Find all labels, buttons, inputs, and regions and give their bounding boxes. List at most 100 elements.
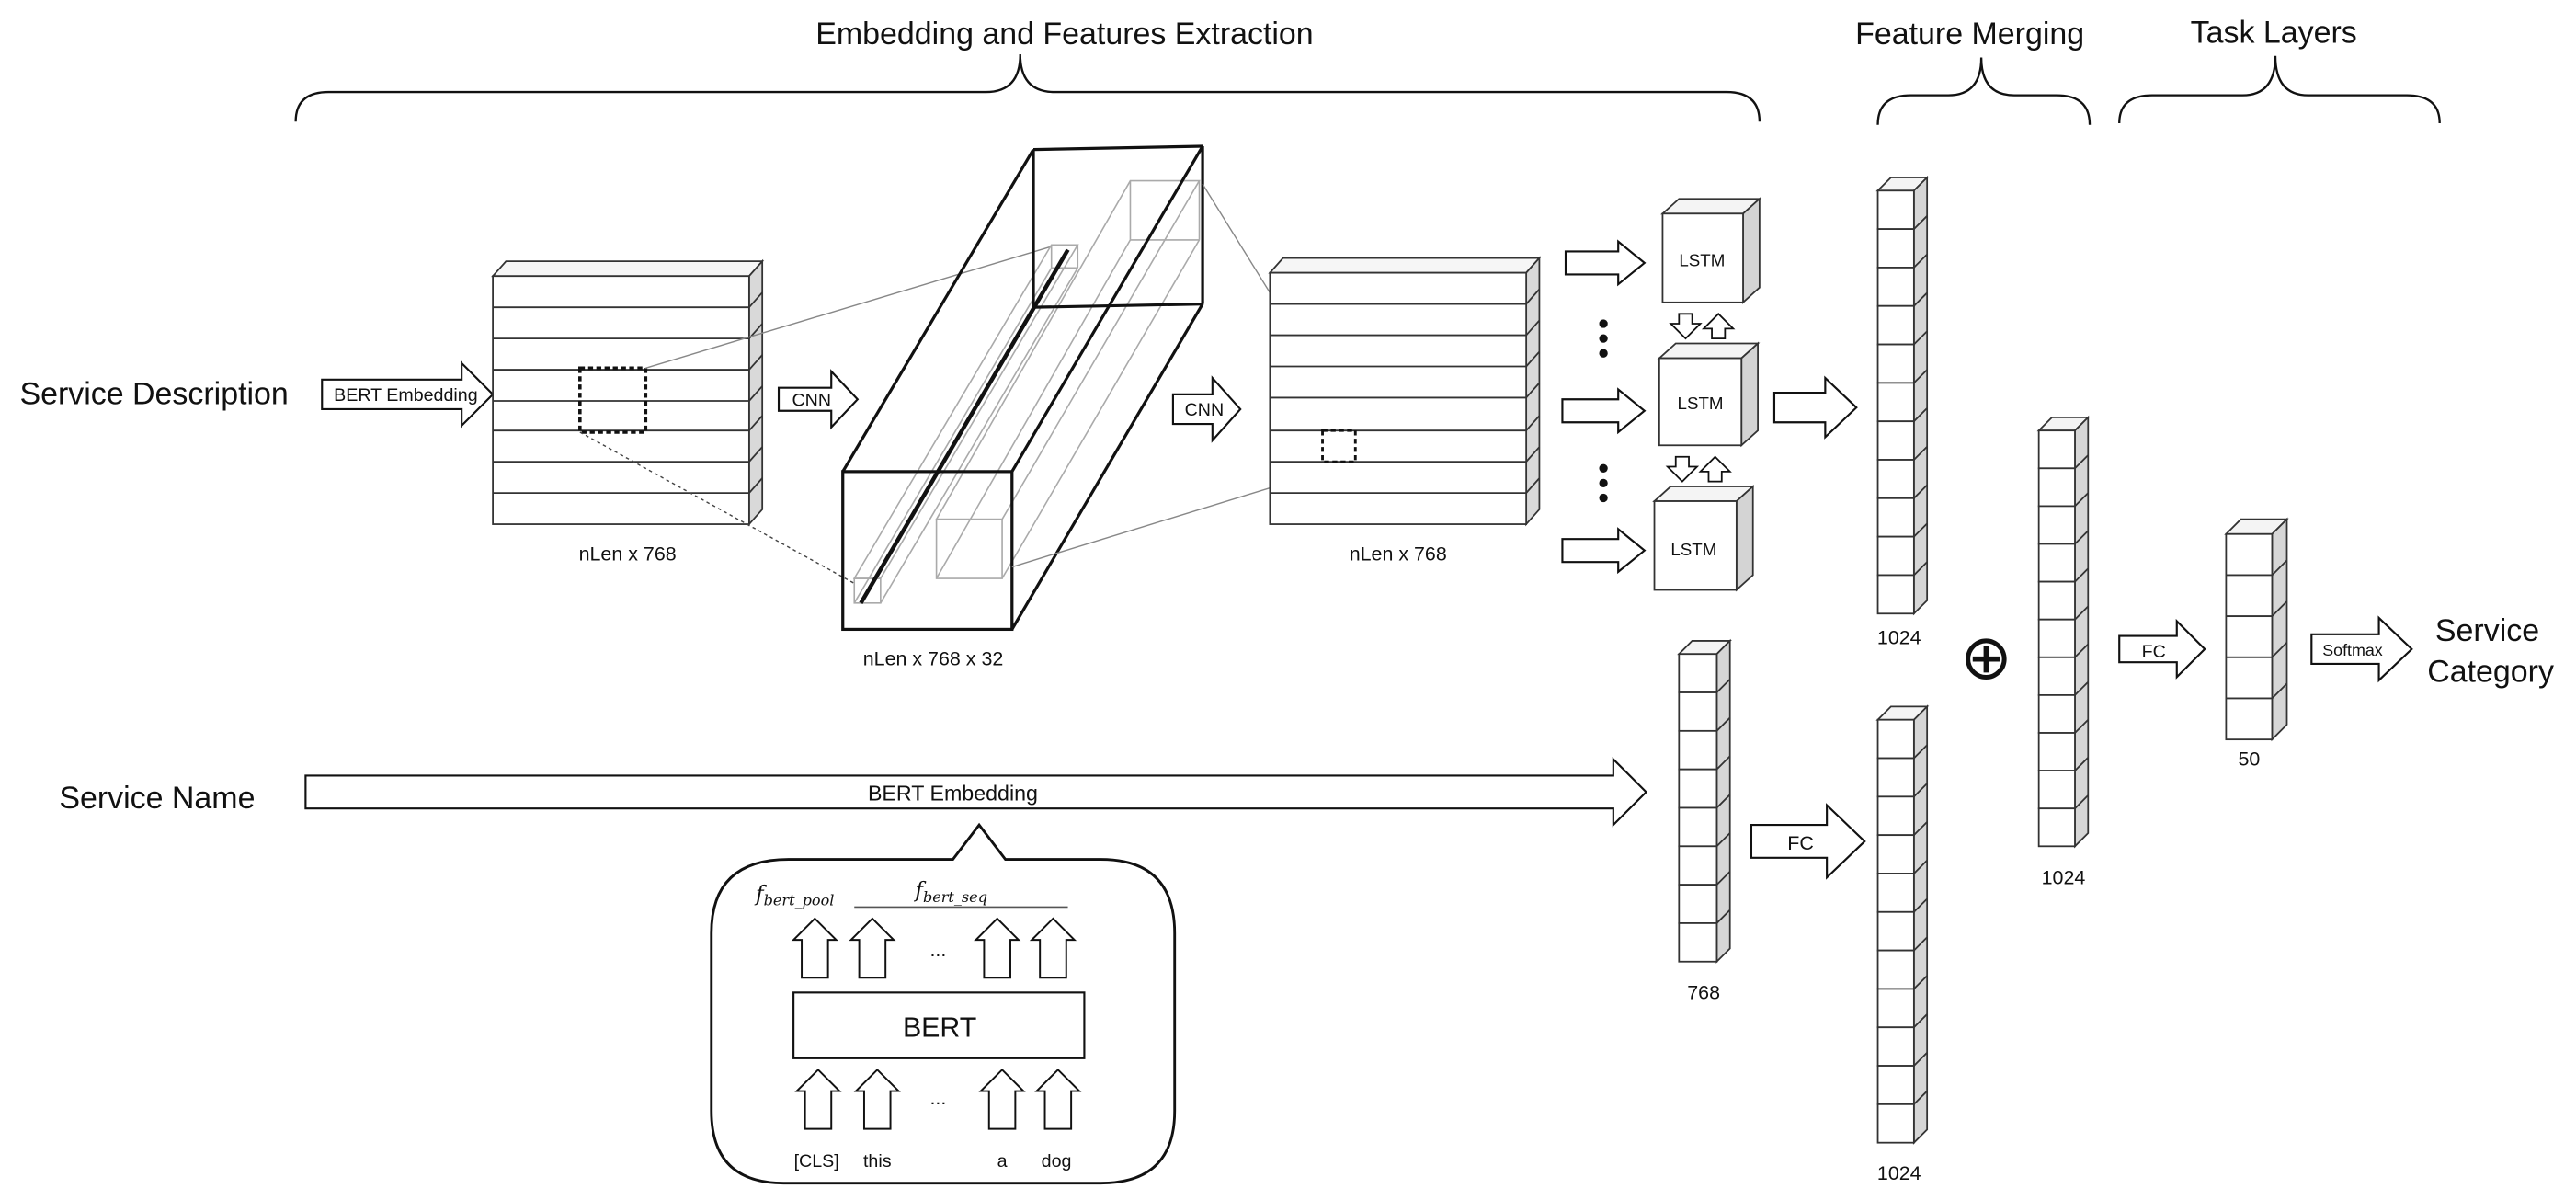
vector-cell bbox=[2225, 574, 2274, 618]
vector-cell bbox=[1876, 949, 1915, 990]
arrow-bert-embedding-label: BERT Embedding bbox=[334, 385, 477, 406]
bert-ellipsis-top: ... bbox=[929, 939, 946, 961]
vector-cell bbox=[1876, 795, 1915, 837]
vector-cell bbox=[1876, 459, 1915, 499]
arrow-cnn-2: CNN bbox=[1171, 375, 1242, 443]
vector-cell bbox=[1678, 845, 1718, 886]
vector-cell bbox=[2037, 467, 2076, 508]
vertical-ellipsis-1 bbox=[1599, 319, 1608, 358]
vector-cell bbox=[1876, 535, 1915, 577]
dim-merged: 1024 bbox=[2042, 866, 2086, 888]
vector-cell bbox=[1678, 729, 1718, 771]
vector-cell bbox=[1876, 873, 1915, 913]
arrow-softmax-label: Softmax bbox=[2322, 641, 2383, 659]
dim-name-vec: 768 bbox=[1687, 981, 1720, 1003]
label-service-name: Service Name bbox=[59, 781, 255, 816]
vector-cell bbox=[1876, 267, 1915, 307]
brace-merging bbox=[1876, 57, 2092, 125]
vector-cell bbox=[1678, 806, 1718, 848]
lstm-cell-1: LSTM bbox=[1660, 197, 1762, 304]
token-this: this bbox=[863, 1151, 892, 1171]
vector-cell bbox=[1876, 1026, 1915, 1067]
vector-cell bbox=[2037, 807, 2076, 848]
merge-concat-symbol: ⊕ bbox=[1960, 622, 2012, 694]
vector-cell bbox=[2037, 732, 2076, 771]
vector-cell bbox=[2037, 770, 2076, 810]
arrow-fc-name-label: FC bbox=[1787, 832, 1814, 854]
label-service-description: Service Description bbox=[19, 377, 288, 412]
vector-cell bbox=[1876, 574, 1915, 615]
bert-model-box bbox=[792, 991, 1086, 1059]
output-label-line1: Service bbox=[2435, 613, 2539, 648]
arrow-cnn-1-label: CNN bbox=[792, 390, 831, 410]
vector-lstm-1024 bbox=[1875, 175, 1930, 616]
arrow-fc-name: FC bbox=[1750, 803, 1866, 880]
vector-cell bbox=[1876, 189, 1915, 231]
vector-cell bbox=[2037, 694, 2076, 734]
vector-cell bbox=[1876, 343, 1915, 384]
vector-cell bbox=[1876, 382, 1915, 423]
lstm-cell-2-label: LSTM bbox=[1678, 394, 1724, 413]
token-cls: [CLS] bbox=[794, 1151, 839, 1171]
dim-embed-out: nLen x 768 bbox=[1350, 543, 1447, 565]
vector-cell bbox=[2037, 505, 2076, 545]
lstm-bidirectional-arrows-1 bbox=[1669, 313, 1736, 340]
vector-cell bbox=[1876, 834, 1915, 874]
conv-kernel-window bbox=[578, 366, 648, 434]
arrow-softmax: Softmax bbox=[2310, 615, 2413, 683]
dim-conv-volume: nLen x 768 x 32 bbox=[863, 648, 1004, 670]
arrow-to-lstm-1 bbox=[1564, 239, 1647, 287]
vector-cell bbox=[1678, 922, 1718, 963]
lstm-bidirectional-arrows-2 bbox=[1665, 455, 1732, 483]
arrow-fc-task: FC bbox=[2118, 618, 2206, 680]
vertical-ellipsis-2 bbox=[1599, 463, 1608, 503]
vector-cell bbox=[1876, 1103, 1915, 1144]
arrow-bert-embedding-name-label: BERT Embedding bbox=[868, 781, 1038, 805]
vector-cell bbox=[1876, 228, 1915, 269]
vector-cell bbox=[2225, 532, 2274, 577]
vector-cell bbox=[2037, 618, 2076, 658]
vector-name-fc-1024 bbox=[1875, 704, 1930, 1145]
dim-embed-in: nLen x 768 bbox=[579, 543, 677, 565]
conv-volume bbox=[841, 144, 1204, 632]
lstm-cell-3: LSTM bbox=[1652, 484, 1756, 592]
lstm-cell-3-label: LSTM bbox=[1670, 540, 1716, 559]
arrow-to-lstm-2 bbox=[1561, 387, 1647, 435]
arrow-lstm-to-merge bbox=[1772, 375, 1858, 440]
arrow-to-lstm-3 bbox=[1561, 527, 1647, 575]
vector-cell bbox=[1876, 420, 1915, 461]
vector-cell bbox=[2037, 656, 2076, 696]
brace-task bbox=[2118, 55, 2441, 124]
vector-cell bbox=[1876, 988, 1915, 1029]
brace-embedding bbox=[294, 53, 1761, 122]
dim-fc-out: 50 bbox=[2238, 749, 2260, 771]
vector-cell bbox=[1876, 910, 1915, 952]
vector-cell bbox=[1876, 718, 1915, 760]
bert-ellipsis-bottom: ... bbox=[929, 1087, 946, 1109]
token-dog: dog bbox=[1042, 1151, 1072, 1171]
vector-cell bbox=[2037, 429, 2076, 470]
token-a: a bbox=[997, 1151, 1008, 1171]
header-merging: Feature Merging bbox=[1855, 17, 2084, 51]
arrow-cnn-1: CNN bbox=[777, 369, 860, 430]
vector-cell bbox=[2037, 543, 2076, 583]
arrow-bert-embedding-name: BERT Embedding bbox=[304, 757, 1648, 828]
vector-cell bbox=[1678, 884, 1718, 924]
bert-callout: fbert_pool fbert_seq ... BERT ... [CLS] … bbox=[710, 822, 1177, 1185]
header-embedding: Embedding and Features Extraction bbox=[815, 17, 1313, 51]
vector-cell bbox=[1678, 653, 1718, 693]
arrow-fc-task-label: FC bbox=[2142, 642, 2166, 662]
vector-merged-1024 bbox=[2036, 415, 2091, 849]
conv-output-cell bbox=[1321, 429, 1357, 463]
vector-cell bbox=[2037, 580, 2076, 621]
vector-cell bbox=[1876, 497, 1915, 538]
vector-cell bbox=[2225, 697, 2274, 741]
arrow-bert-embedding: BERT Embedding bbox=[321, 360, 495, 429]
vector-fc-50 bbox=[2224, 517, 2289, 742]
vector-cell bbox=[2225, 656, 2274, 700]
embedding-matrix-input bbox=[491, 258, 765, 527]
lstm-cell-2: LSTM bbox=[1657, 341, 1761, 448]
vector-cell bbox=[1876, 1065, 1915, 1105]
arrow-cnn-2-label: CNN bbox=[1185, 400, 1225, 420]
